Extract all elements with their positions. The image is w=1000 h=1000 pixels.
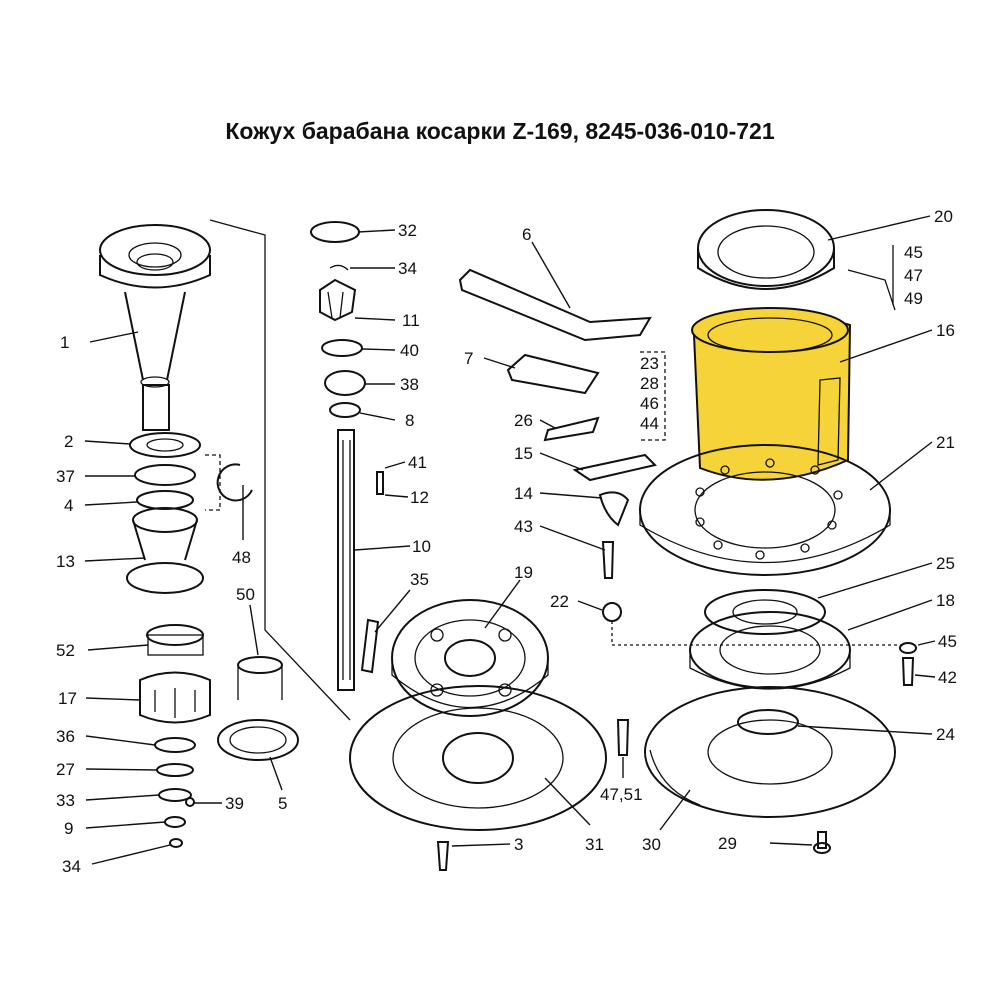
callout-29: 29 (718, 834, 737, 853)
group1-item-2: 46 (640, 394, 659, 413)
callout-24: 24 (936, 725, 955, 744)
callout-40: 40 (400, 341, 419, 360)
callout-36: 36 (56, 727, 75, 746)
callout-32: 32 (398, 221, 417, 240)
callout-10: 10 (412, 537, 431, 556)
callout-14: 14 (514, 484, 533, 503)
callout-34-bottom: 34 (62, 857, 81, 876)
callout-19: 19 (514, 563, 533, 582)
callout-52: 52 (56, 641, 75, 660)
callout-17: 17 (58, 689, 77, 708)
callout-6: 6 (522, 225, 531, 244)
callout-1: 1 (60, 333, 69, 352)
callout-48: 48 (232, 548, 251, 567)
group2-item-0: 45 (904, 243, 923, 262)
callout-3: 3 (514, 835, 523, 854)
shaft-assembly (310, 221, 384, 691)
right-drum-assembly (616, 209, 917, 854)
page-title: Кожух барабана косарки Z-169, 8245-036-0… (225, 118, 775, 144)
callout-11: 11 (402, 311, 420, 330)
callout-41: 41 (408, 453, 427, 472)
callout-7: 7 (464, 349, 473, 368)
callout-8: 8 (405, 411, 414, 430)
callout-16: 16 (936, 321, 955, 340)
callout-2: 2 (64, 432, 73, 451)
group2-item-2: 49 (904, 289, 923, 308)
group2-item-1: 47 (904, 266, 923, 285)
callout-22: 22 (550, 592, 569, 611)
callout-20: 20 (934, 207, 953, 226)
callout-21: 21 (936, 433, 955, 452)
callout-42: 42 (938, 668, 957, 687)
callout-labels: 1 2 37 4 13 52 17 36 27 33 9 34 39 48 50… (56, 207, 957, 876)
lower-disc-assembly (349, 599, 905, 871)
callout-47-51: 47,51 (600, 785, 643, 804)
callout-9: 9 (64, 819, 73, 838)
callout-38: 38 (400, 375, 419, 394)
callout-18: 18 (936, 591, 955, 610)
callout-13: 13 (56, 552, 75, 571)
left-drive-assembly (99, 219, 351, 848)
flange-top (99, 224, 211, 276)
callout-45: 45 (938, 632, 957, 651)
callout-30: 30 (642, 835, 661, 854)
callout-12: 12 (410, 488, 429, 507)
callout-25: 25 (936, 554, 955, 573)
group1-item-0: 23 (640, 354, 659, 373)
callout-50: 50 (236, 585, 255, 604)
callout-39: 39 (225, 794, 244, 813)
callout-33: 33 (56, 791, 75, 810)
callout-15: 15 (514, 444, 533, 463)
group1-item-1: 28 (640, 374, 659, 393)
callout-35: 35 (410, 570, 429, 589)
callout-26: 26 (514, 411, 533, 430)
group1-item-3: 44 (640, 414, 659, 433)
callout-43: 43 (514, 517, 533, 536)
small-parts (458, 268, 666, 579)
callout-5: 5 (278, 794, 287, 813)
callout-31: 31 (585, 835, 604, 854)
callout-4: 4 (64, 496, 73, 515)
callout-27: 27 (56, 760, 75, 779)
callout-34: 34 (398, 259, 417, 278)
callout-37: 37 (56, 467, 75, 486)
